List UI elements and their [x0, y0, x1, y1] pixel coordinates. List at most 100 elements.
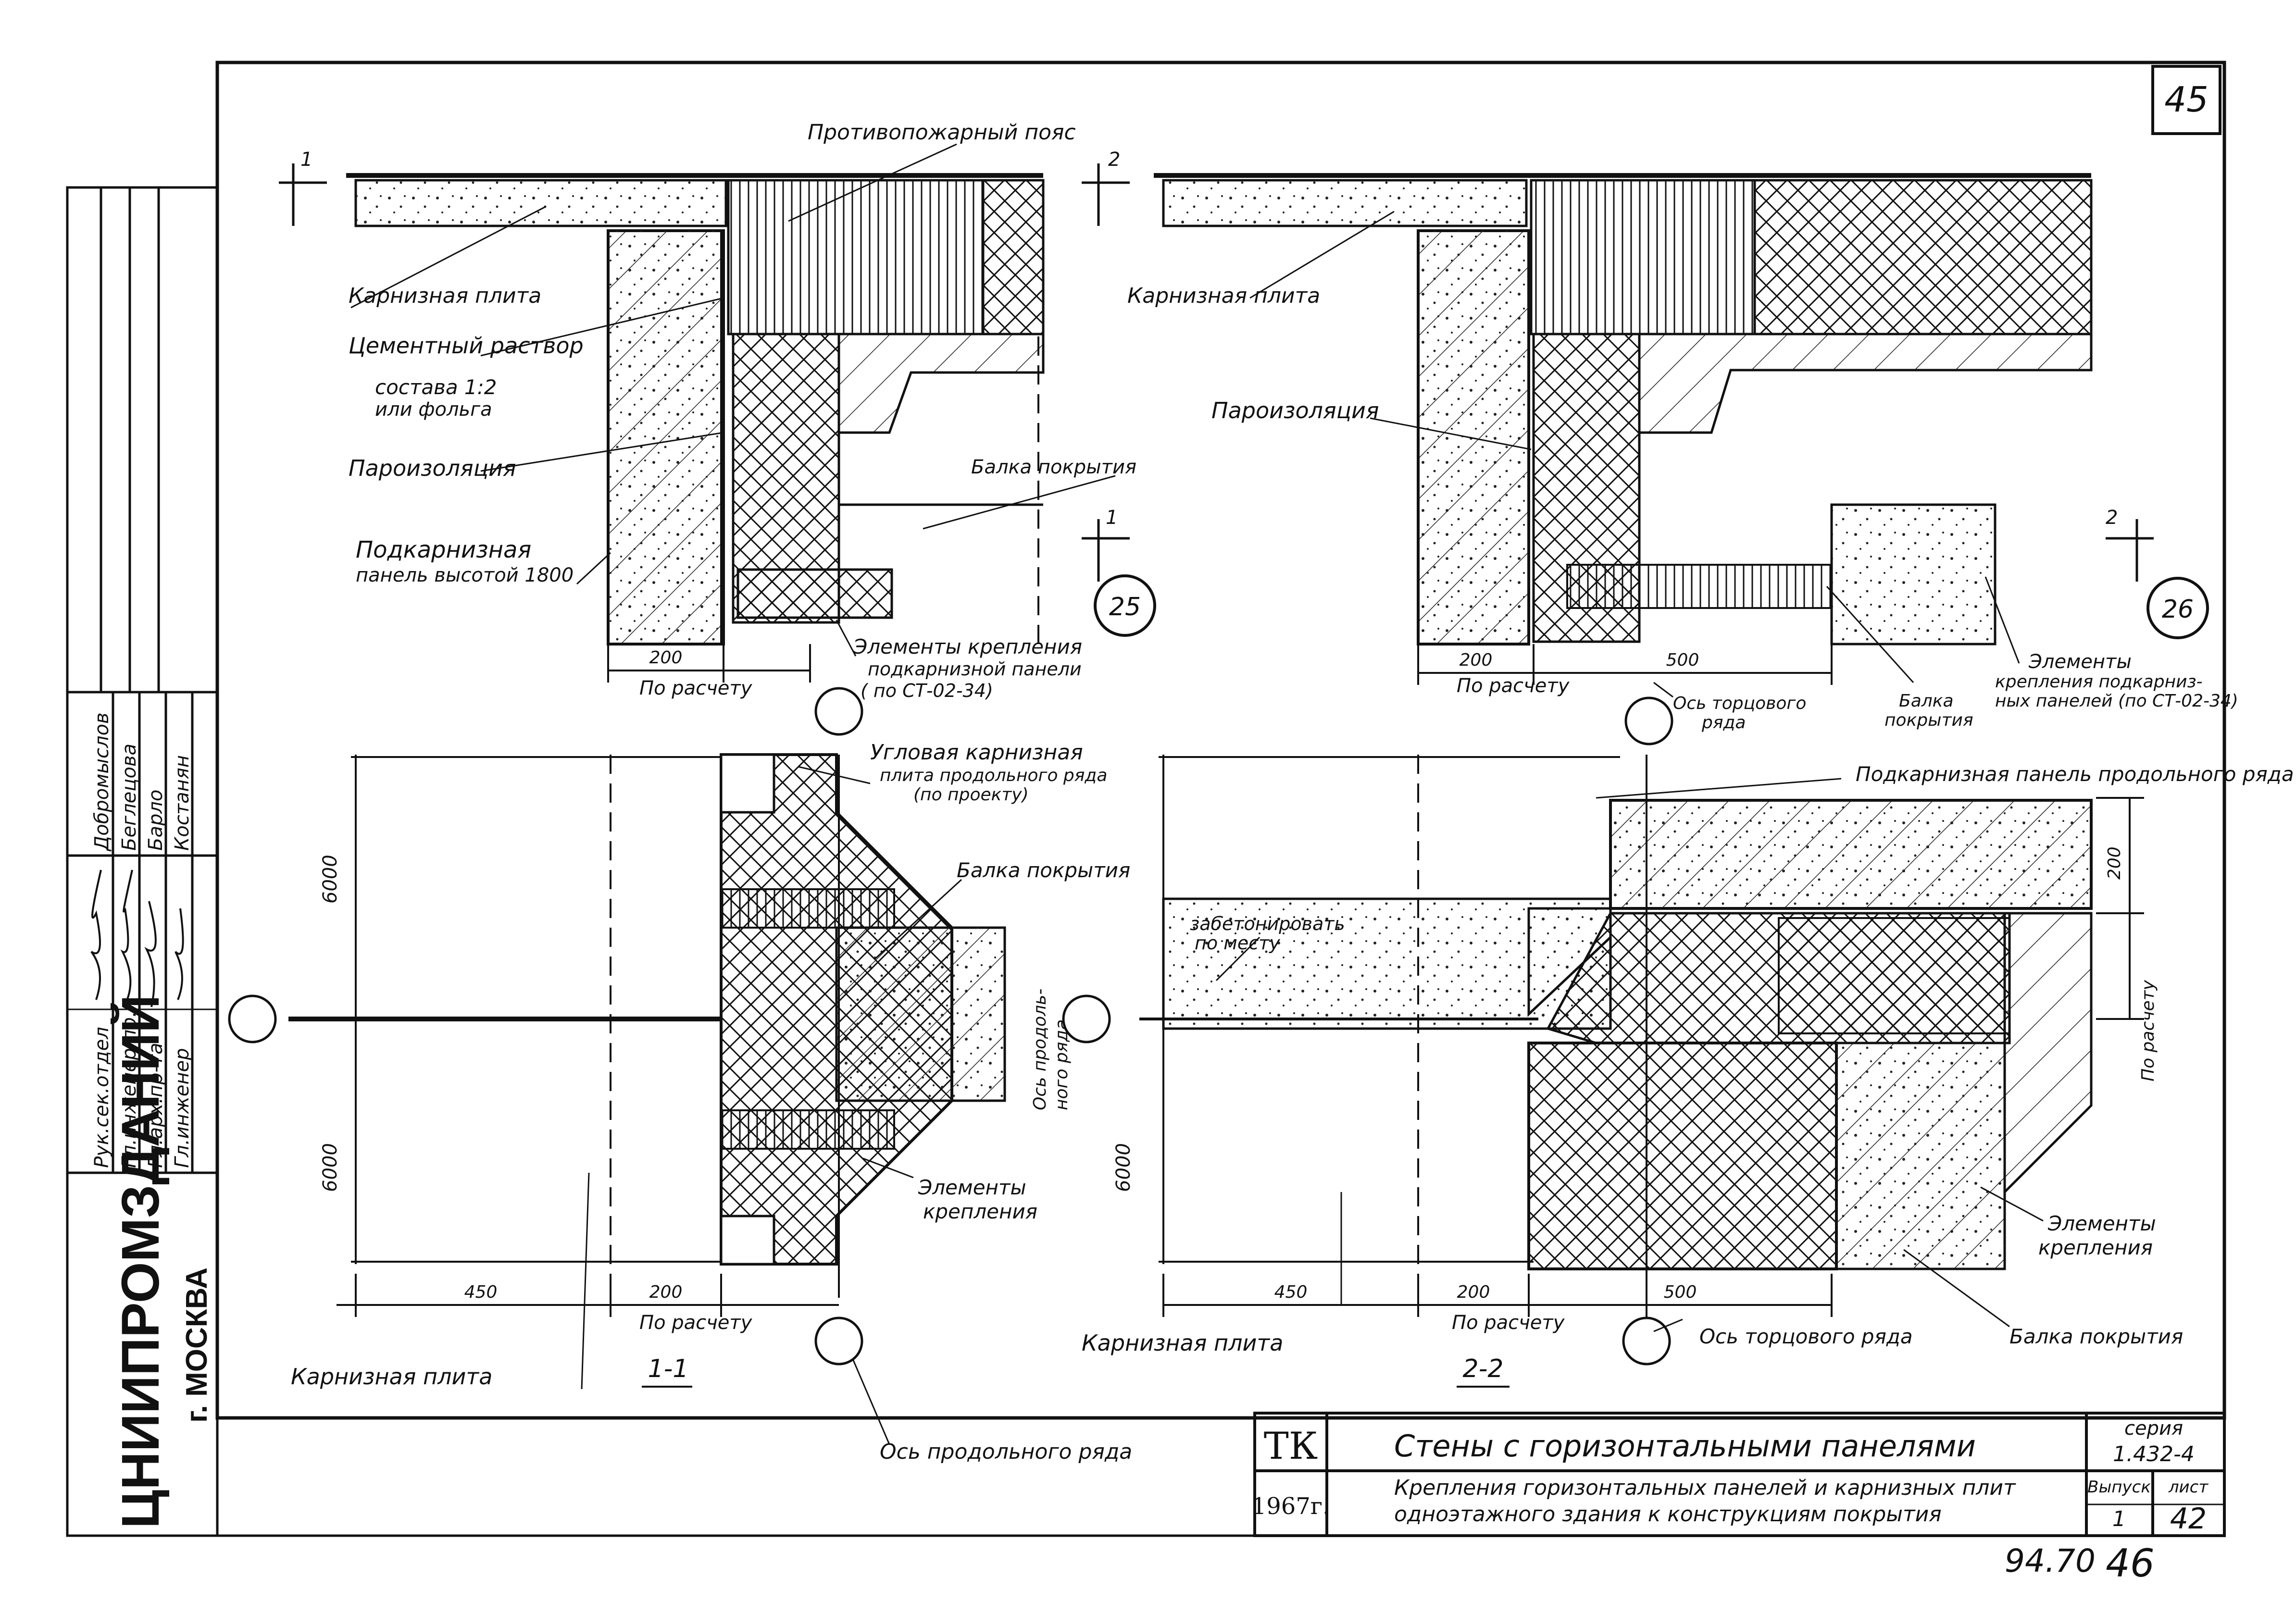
section-1-1-labels: Угловая карнизная плита продольного ряда… [291, 740, 1132, 1464]
dim-500-26: 500 [1666, 650, 1699, 670]
label-beam-1-1: Балка покрытия [957, 858, 1130, 882]
label-beam-25: Балка покрытия [971, 456, 1136, 478]
stamp-name-4: Костанян [171, 755, 193, 851]
label-subpanel-1: Подкарнизная [356, 536, 531, 563]
stamp-name-1: Добромыслов [91, 712, 113, 852]
label-mortar-3: или фольга [375, 398, 492, 421]
label-beam-2-2: Балка покрытия [2009, 1325, 2183, 1348]
section-mark-1b: 1 [1106, 507, 1118, 529]
dim-calc-2-2: По расчету [1452, 1312, 1565, 1334]
label-mortar: Цементный раствор [349, 333, 584, 359]
label-vapor-25: Пароизоляция [349, 455, 516, 481]
label-fix-26-1: Элементы [2028, 651, 2132, 673]
label-axis-long-1: Ось продоль- [1030, 989, 1050, 1110]
signatures [90, 869, 184, 1007]
issue-value: 1 [2112, 1507, 2126, 1531]
detail-number-26: 26 [2162, 595, 2194, 624]
title-block-text: ТК 1967г. Стены с горизонтальными панеля… [1252, 1417, 2209, 1536]
label-beam-26-1: Балка [1899, 691, 1954, 711]
section-mark-2: 2 [1108, 149, 1120, 171]
sheet-label: лист [2168, 1478, 2209, 1497]
label-eave-slab-2-2: Карнизная плита [1082, 1330, 1283, 1356]
title-block [1253, 1412, 2226, 1537]
label-axis-2-2: Ось торцового ряда [1699, 1325, 1913, 1348]
detail-26-drawing [1082, 163, 2209, 745]
end-beam-26 [1830, 503, 1997, 646]
dim-450-2-2: 450 [1274, 1282, 1308, 1302]
label-corner-2: плита продольного ряда [880, 766, 1107, 785]
issue-label: Выпуск [2087, 1478, 2151, 1497]
label-eave-slab-25: Карнизная плита [349, 284, 541, 308]
dim-calc-25: По расчету [639, 677, 753, 699]
label-axis-26-2: ряда [1701, 713, 1746, 733]
label-beam-26-2: покрытия [1884, 710, 1973, 730]
section-2-2-labels: Подкарнизная панель продольного ряда заб… [1082, 762, 2294, 1383]
label-axis-bottom: Ось продольного ряда [880, 1440, 1132, 1464]
section-mark-1: 1 [300, 149, 312, 171]
section-name-1-1: 1-1 [648, 1354, 689, 1383]
detail-number-25: 25 [1109, 593, 1141, 621]
label-eave-slab-1-1: Карнизная плита [291, 1364, 492, 1390]
detail-25-drawing [279, 143, 1156, 736]
end-panel-2-2 [1527, 1042, 1838, 1270]
label-eave-slab-26: Карнизная плита [1127, 284, 1320, 308]
dim-6000-top: 6000 [319, 855, 341, 904]
section-1-1-drawing [228, 753, 1006, 1445]
stamp-name-2: Беглецова [118, 744, 140, 851]
label-fix-2-2-1: Элементы [2047, 1212, 2156, 1235]
stamp-name-3: Барло [145, 790, 167, 851]
label-subpanel-2-2: Подкарнизная панель продольного ряда [1856, 762, 2294, 786]
stamp-role-2: Гл.инженер пр. [118, 1011, 140, 1168]
dim-6000-bot: 6000 [319, 1143, 341, 1192]
sheet-value: 42 [2170, 1502, 2207, 1536]
section-mark-2b: 2 [2106, 507, 2118, 529]
dim-6000-2-2: 6000 [1112, 1143, 1135, 1192]
title-year: 1967г. [1252, 1493, 1330, 1520]
stamp-role-3: Гл.арх.пр-та [145, 1043, 167, 1168]
dim-200-26: 200 [1460, 650, 1493, 670]
eave-slab-25 [354, 179, 727, 227]
beam-25 [837, 333, 1045, 434]
stamp-role-4: Гл.инженер [171, 1048, 193, 1168]
label-fix-25-2: подкарнизной панели [868, 658, 1082, 680]
label-fire-belt: Противопожарный пояс [808, 120, 1076, 145]
label-corner-3: (по проекту) [913, 785, 1029, 805]
label-corner-1: Угловая карнизная [870, 740, 1083, 765]
label-fix-1-1-2: крепления [923, 1200, 1037, 1223]
page-number: 45 [2164, 79, 2209, 120]
fire-belt [727, 179, 985, 335]
eave-slab-26 [1162, 179, 1528, 227]
dim-200-1-1: 200 [649, 1282, 683, 1302]
title-code: ТК [1264, 1425, 1318, 1468]
label-fix-25-1: Элементы крепления [853, 635, 1082, 658]
section-name-2-2: 2-2 [1463, 1354, 1504, 1383]
stamp-role-1: Рук.сек.отдел [91, 1027, 113, 1168]
label-fix-2-2-2: крепления [2038, 1236, 2153, 1259]
dim-200-2-2: 200 [1457, 1282, 1490, 1302]
label-axis-26-1: Ось торцового [1673, 694, 1806, 713]
label-fix-25-3: ( по СТ-02-34) [861, 680, 993, 701]
dim-200-25: 200 [649, 648, 683, 668]
label-subpanel-2: панель высотой 1800 [356, 564, 574, 586]
label-fix-26-2: крепления подкарниз- [1995, 672, 2203, 692]
series-label: серия [2124, 1417, 2183, 1440]
series-value: 1.432-4 [2113, 1442, 2195, 1466]
dim-calc-26: По расчету [1457, 675, 1570, 697]
label-concrete-2: по месту [1195, 932, 1280, 954]
dim-200-right: 200 [2105, 846, 2124, 880]
label-mortar-2: состава 1:2 [375, 375, 497, 399]
dim-calc-1-1: По расчету [639, 1312, 753, 1334]
bottom-number-right: 46 [2106, 1541, 2155, 1586]
left-stamp-block [66, 186, 219, 1537]
label-fix-26-3: ных панелей (по СТ-02-34) [1995, 691, 2238, 711]
label-concrete-1: забетонировать [1190, 913, 1345, 934]
section-2-2-drawing [1062, 755, 2144, 1388]
stamp-roles: Рук.сек.отдел Гл.инженер пр. Гл.арх.пр-т… [91, 712, 193, 1168]
title-sub-1: Крепления горизонтальных панелей и карни… [1394, 1476, 2016, 1500]
stamp-org: ЦНИИПРОМЗДАНИЙ [111, 995, 170, 1528]
title-sub-2: одноэтажного здания к конструкциям покры… [1394, 1502, 1942, 1527]
detail-26-labels: Карнизная плита Пароизоляция Элементы кр… [1108, 149, 2238, 733]
dim-calc-right: По расчету [2138, 980, 2158, 1081]
page-number-box: 45 [2151, 65, 2221, 135]
